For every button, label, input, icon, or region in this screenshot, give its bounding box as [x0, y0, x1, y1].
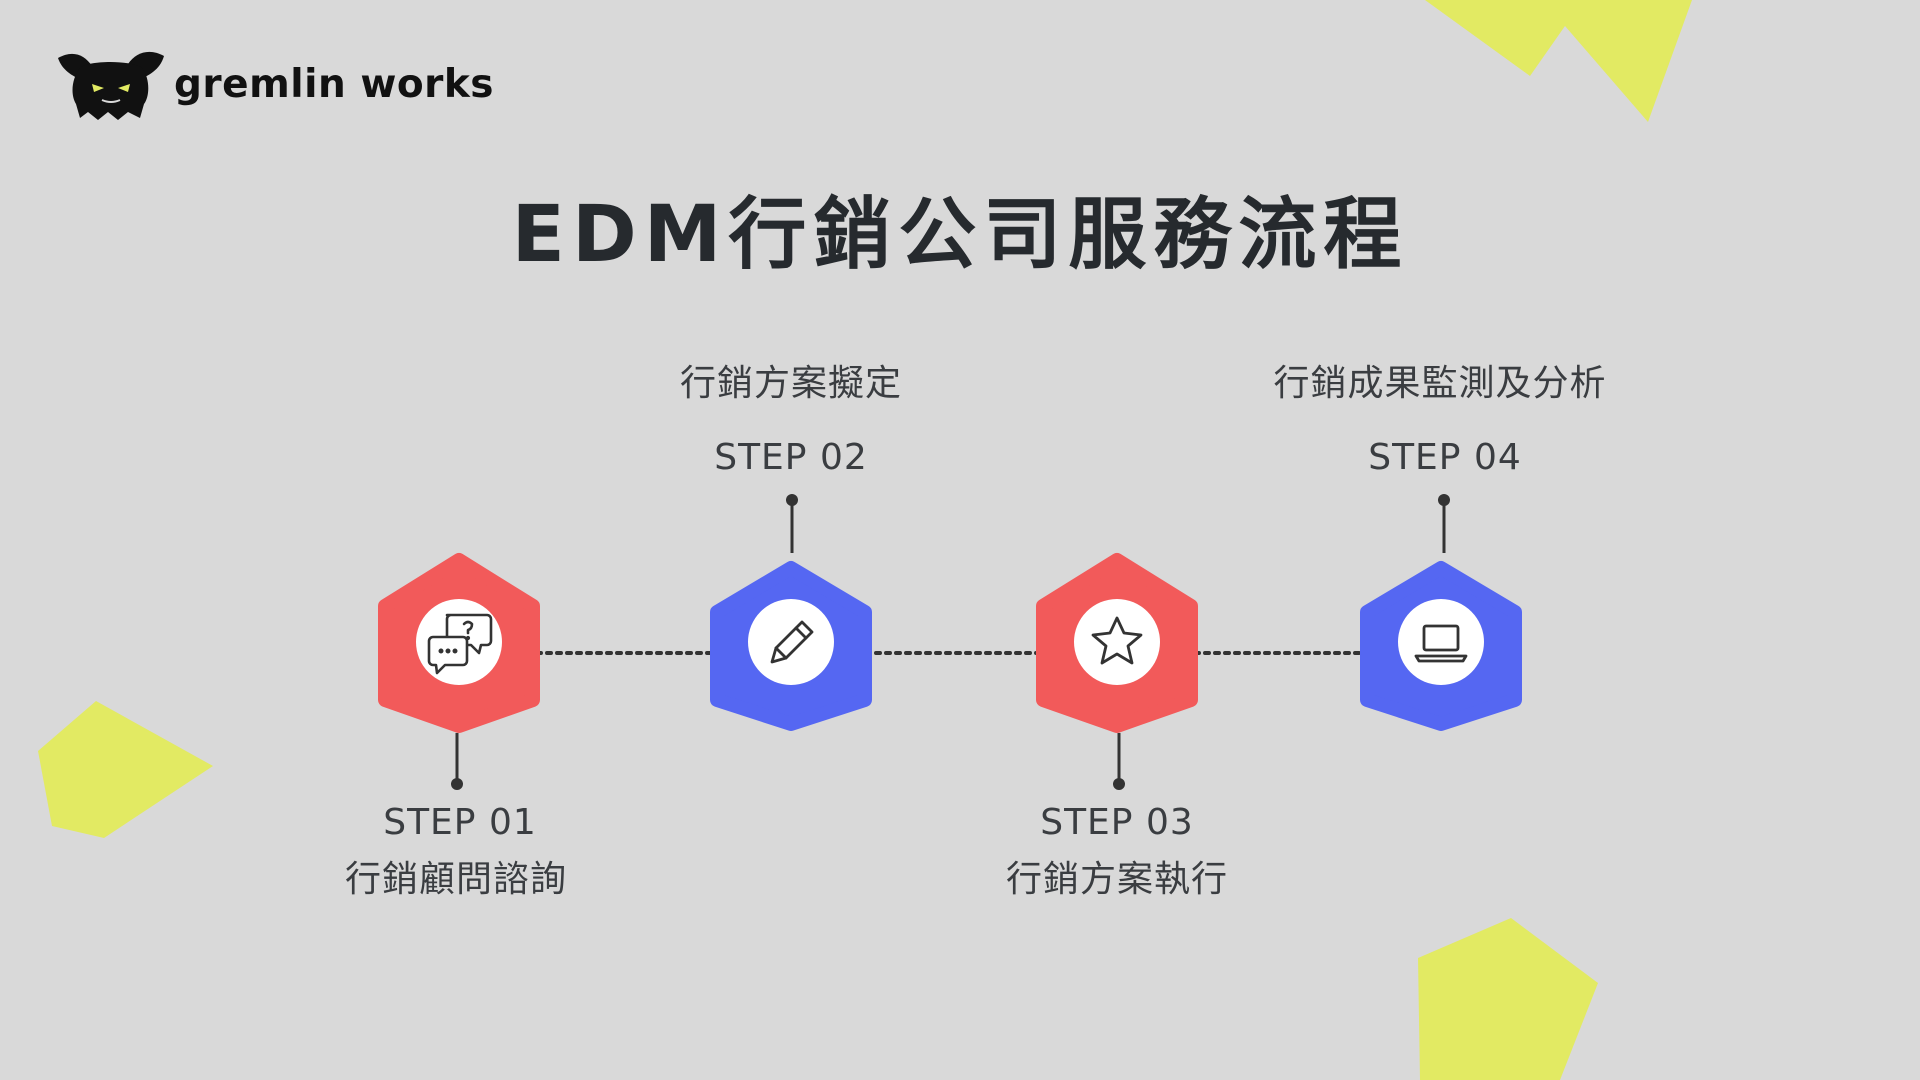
- step-01-title: STEP 01: [383, 802, 537, 843]
- page-title: EDM行銷公司服務流程: [511, 190, 1409, 280]
- step-03-name: 行銷方案執行: [1005, 859, 1228, 900]
- step-03-title: STEP 03: [1040, 802, 1194, 843]
- laptop-icon: [1414, 624, 1468, 663]
- step-02-title: STEP 02: [714, 437, 868, 478]
- pin-step-02: [786, 494, 798, 553]
- star-icon: [1091, 616, 1143, 665]
- decor-shape-top: [1425, 0, 1692, 122]
- decor-shape-bottom-right: [1418, 918, 1598, 1080]
- pin-step-03: [1113, 733, 1125, 790]
- chat-question-icon: [427, 613, 493, 675]
- step-04-node: [1360, 561, 1522, 731]
- brand-logo[interactable]: gremlin works: [54, 48, 494, 120]
- step-02-name: 行銷方案擬定: [679, 363, 902, 404]
- decor-shape-left: [38, 701, 213, 838]
- step-01-name: 行銷顧問諮詢: [344, 859, 567, 900]
- step-04-name: 行銷成果監測及分析: [1273, 363, 1607, 404]
- pin-step-01: [451, 733, 463, 790]
- gremlin-mascot-icon: [58, 51, 164, 120]
- step-04-title: STEP 04: [1368, 437, 1522, 478]
- pencil-icon: [770, 620, 814, 664]
- step-02-node: [710, 561, 872, 731]
- brand-name: gremlin works: [174, 61, 495, 107]
- step-03-node: [1036, 553, 1198, 733]
- step-01-node: [378, 553, 540, 733]
- pin-step-04: [1438, 494, 1450, 553]
